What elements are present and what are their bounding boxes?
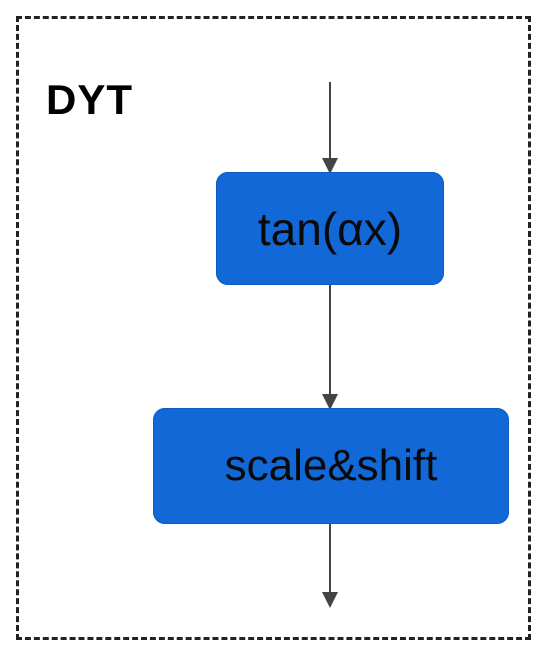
module-title: DYT — [46, 76, 133, 123]
tanh-block: tan(αx) — [216, 172, 444, 285]
dyt-module-frame — [16, 16, 531, 640]
tanh-block-label: tan(αx) — [257, 202, 403, 255]
scale-shift-block: scale&shift — [153, 408, 509, 524]
scale-shift-block-label: scale&shift — [224, 441, 438, 490]
